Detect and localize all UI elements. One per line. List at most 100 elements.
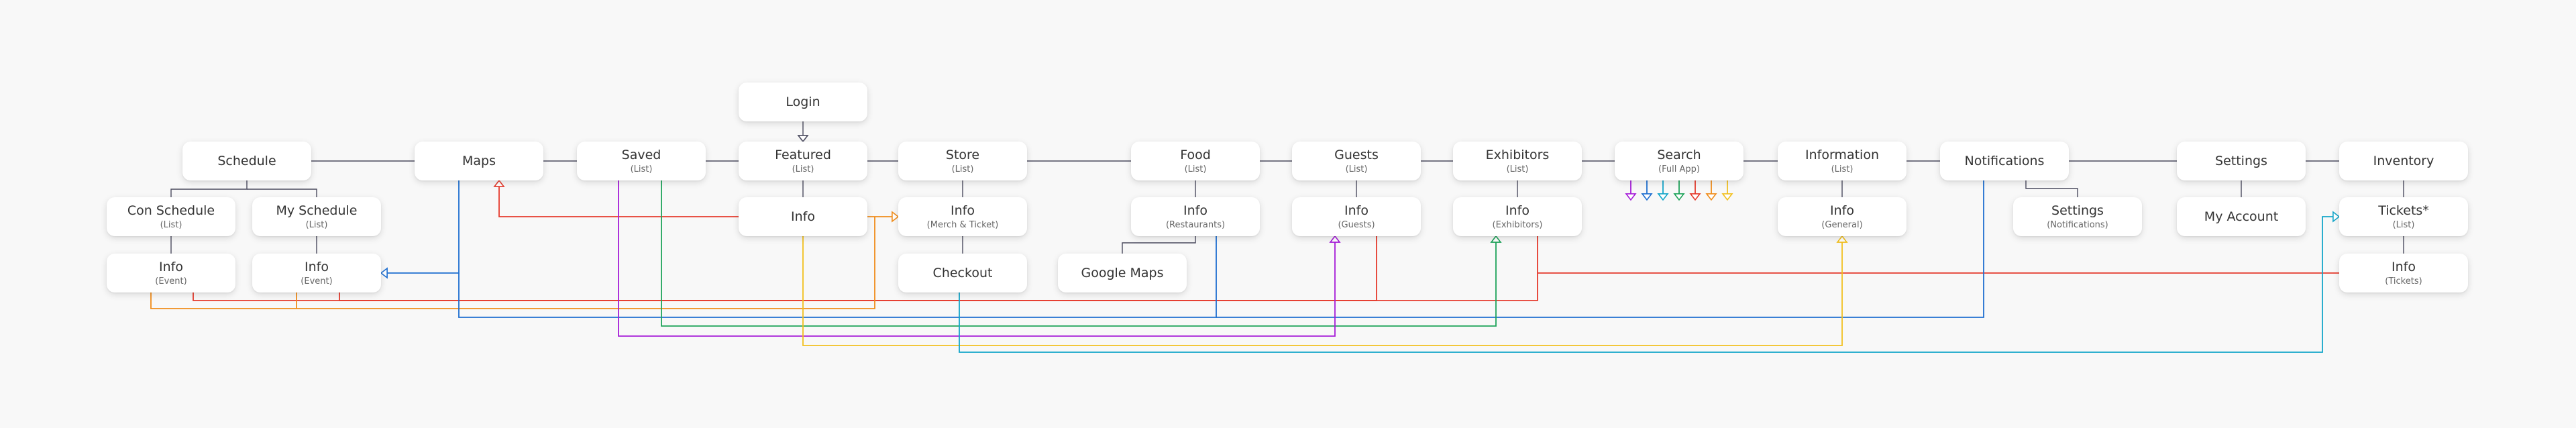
node-my-schedule: My Schedule (List) bbox=[252, 197, 381, 236]
node-my-account: My Account bbox=[2177, 197, 2306, 236]
node-featured: Featured(List) bbox=[739, 142, 867, 180]
arrowhead bbox=[1657, 193, 1669, 201]
link-my-info-to-guests-info bbox=[339, 236, 1377, 301]
node-label: Saved bbox=[621, 148, 661, 162]
node-tickets: Tickets* (List) bbox=[2339, 197, 2468, 236]
node-label: Tickets* bbox=[2378, 203, 2429, 218]
arrowhead bbox=[1625, 193, 1637, 201]
node-login: Login bbox=[739, 83, 867, 121]
node-maps: Maps bbox=[415, 142, 543, 180]
arrowhead bbox=[892, 211, 900, 223]
link-featured-info-to-maps bbox=[498, 180, 739, 217]
node-sublabel: (Full App) bbox=[1658, 164, 1700, 174]
node-label: Guests bbox=[1334, 148, 1379, 162]
node-search: Search (Full App) bbox=[1615, 142, 1743, 180]
node-label: Info bbox=[951, 203, 975, 218]
node-information-info: Info(General) bbox=[1778, 197, 1907, 236]
node-label: Schedule bbox=[217, 154, 276, 168]
node-food: Food (List) bbox=[1131, 142, 1260, 180]
node-sublabel: (List) bbox=[2392, 220, 2415, 230]
node-label: Info bbox=[305, 260, 329, 274]
node-sublabel: (Merch & Ticket) bbox=[926, 220, 999, 230]
arrowhead bbox=[1641, 193, 1653, 201]
arrowhead bbox=[380, 267, 388, 279]
node-schedule: Schedule bbox=[182, 142, 311, 180]
node-google-maps: Google Maps bbox=[1058, 254, 1187, 292]
node-sublabel: (List) bbox=[1184, 164, 1207, 174]
arrowhead bbox=[797, 135, 809, 143]
arrowhead bbox=[493, 179, 505, 187]
link-saved-to-guests-info bbox=[618, 180, 1336, 337]
node-guests: Guests (List) bbox=[1292, 142, 1421, 180]
node-label: My Account bbox=[2204, 209, 2279, 224]
node-label: Info bbox=[791, 209, 815, 224]
link-con-info-to-store-info bbox=[150, 217, 875, 309]
link-food-info-to-google-maps bbox=[1122, 236, 1196, 254]
node-guests-info: Info (Guests) bbox=[1292, 197, 1421, 236]
node-checkout: Checkout bbox=[898, 254, 1027, 292]
node-label: Info bbox=[159, 260, 183, 274]
node-label: Food bbox=[1180, 148, 1211, 162]
link-schedule-to-my-schedule bbox=[247, 189, 317, 197]
node-sublabel: (List) bbox=[160, 220, 182, 230]
node-sublabel: (Notifications) bbox=[2047, 220, 2108, 230]
node-label: Con Schedule bbox=[127, 203, 215, 218]
node-sublabel: (List) bbox=[951, 164, 974, 174]
arrowhead bbox=[2332, 211, 2341, 223]
node-label: Login bbox=[786, 95, 820, 109]
node-store-info: Info (Merch & Ticket) bbox=[898, 197, 1027, 236]
arrowhead bbox=[1836, 235, 1848, 243]
link-maps-to-my-info bbox=[381, 180, 460, 274]
node-con-schedule: Con Schedule (List) bbox=[107, 197, 235, 236]
node-sublabel: (Restaurants) bbox=[1165, 220, 1226, 230]
node-my-info: Info (Event) bbox=[252, 254, 381, 292]
node-label: Settings bbox=[2215, 154, 2267, 168]
node-label: Notifications bbox=[1964, 154, 2045, 168]
node-settings: Settings bbox=[2177, 142, 2306, 180]
node-label: Settings bbox=[2051, 203, 2104, 218]
node-label: Checkout bbox=[932, 266, 993, 280]
link-featured-info-to-information-info bbox=[802, 236, 1843, 346]
node-sublabel: (Tickets) bbox=[2385, 276, 2422, 286]
node-label: Exhibitors bbox=[1485, 148, 1550, 162]
node-food-info: Info(Restaurants) bbox=[1131, 197, 1260, 236]
node-sublabel: (List) bbox=[1506, 164, 1529, 174]
node-store: Store(List) bbox=[898, 142, 1027, 180]
node-notif-settings: Settings (Notifications) bbox=[2013, 197, 2142, 236]
arrowhead bbox=[1721, 193, 1733, 201]
node-con-info: Info (Event) bbox=[107, 254, 235, 292]
node-label: My Schedule bbox=[276, 203, 358, 218]
node-saved: Saved(List) bbox=[577, 142, 706, 180]
link-notifications-to-maps bbox=[1216, 180, 1984, 318]
node-label: Info bbox=[1830, 203, 1854, 218]
node-sublabel: (List) bbox=[305, 220, 328, 230]
arrowhead bbox=[1673, 193, 1685, 201]
link-saved-to-exhibitors-info bbox=[661, 180, 1497, 327]
node-label: Inventory bbox=[2373, 154, 2434, 168]
node-exhibitors: Exhibitors (List) bbox=[1453, 142, 1582, 180]
node-sublabel: (List) bbox=[1831, 164, 1854, 174]
node-exhibitors-info: Info(Exhibitors) bbox=[1453, 197, 1582, 236]
link-schedule-to-con-schedule bbox=[170, 180, 248, 197]
node-sublabel: (List) bbox=[1345, 164, 1368, 174]
node-label: Info bbox=[2392, 260, 2416, 274]
node-sublabel: (Exhibitors) bbox=[1492, 220, 1543, 230]
node-notifications: Notifications bbox=[1940, 142, 2069, 180]
node-sublabel: (Guests) bbox=[1338, 220, 1375, 230]
node-label: Google Maps bbox=[1081, 266, 1164, 280]
node-featured-info: Info bbox=[739, 197, 867, 236]
node-label: Info bbox=[1344, 203, 1368, 218]
arrowhead bbox=[1705, 193, 1717, 201]
node-tickets-info: Info (Tickets) bbox=[2339, 254, 2468, 292]
node-sublabel: (Event) bbox=[301, 276, 333, 286]
node-label: Maps bbox=[462, 154, 496, 168]
node-sublabel: (List) bbox=[792, 164, 814, 174]
node-sublabel: (Event) bbox=[155, 276, 187, 286]
link-con-info-to-exhibitors-info bbox=[193, 236, 1538, 301]
node-label: Search bbox=[1657, 148, 1701, 162]
node-information: Information(List) bbox=[1778, 142, 1907, 180]
arrowhead bbox=[1329, 235, 1341, 243]
node-inventory: Inventory bbox=[2339, 142, 2468, 180]
